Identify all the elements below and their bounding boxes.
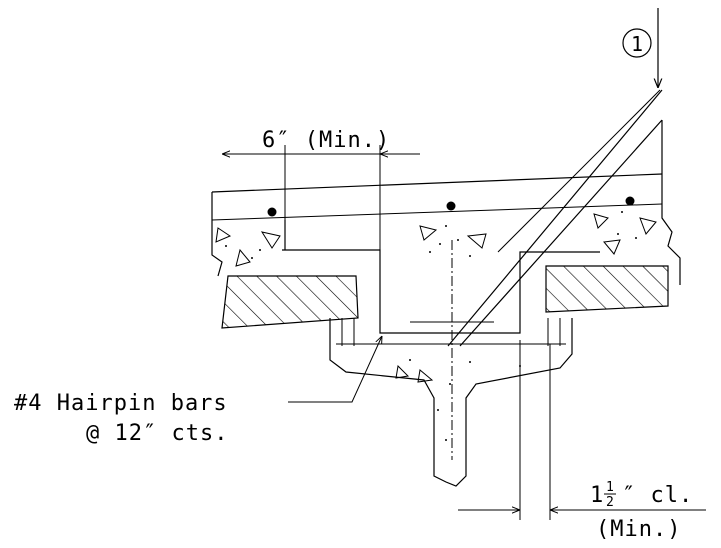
pocket-outline — [282, 249, 600, 334]
bearing-blocks — [221, 265, 669, 329]
hairpin-callout: #4 Hairpin bars @ 12″ cts. — [14, 336, 382, 446]
clearance-min-label: (Min.) — [596, 517, 681, 542]
callout-circle — [622, 28, 652, 58]
callout-number: 1 — [631, 32, 643, 56]
rebar-dot-left — [267, 207, 277, 217]
diagonal-bar-outer — [447, 89, 663, 347]
slab-top-line — [211, 173, 663, 193]
rebar-dot-right — [625, 196, 635, 206]
dimension-min-width: 6″ (Min.) — [222, 128, 420, 250]
diagonal-bars — [447, 89, 663, 347]
hairpin-leader — [288, 336, 382, 403]
bearing-block-right — [545, 265, 669, 313]
diagonal-bar-inner — [459, 119, 663, 347]
centerline — [410, 240, 494, 460]
clearance-frac-den: 2 — [606, 495, 614, 510]
concrete-stipple-dots — [225, 211, 637, 441]
girder-outline — [329, 318, 573, 487]
hairpin-label-line2: @ 12″ cts. — [86, 421, 228, 446]
clearance-suffix: ″ cl. — [622, 483, 693, 508]
slab-left-edge — [211, 192, 223, 277]
dimension-min-width-label: 6″ (Min.) — [262, 128, 390, 153]
slab-reinforcement-line — [211, 203, 663, 221]
diagonal-bar-upper — [497, 89, 661, 253]
hairpin-label-line1: #4 Hairpin bars — [14, 391, 228, 416]
clearance-whole: 1 — [590, 483, 604, 508]
concrete-aggregate-marks — [215, 213, 657, 383]
rebar-dot-center — [446, 201, 456, 211]
bearing-block-left — [221, 275, 359, 329]
slab-right-edge — [661, 174, 681, 285]
callout-bubble: 1 — [622, 8, 658, 88]
girder-stem — [329, 318, 573, 487]
deck-slab — [211, 173, 681, 441]
clearance-frac-num: 1 — [606, 480, 614, 495]
dimension-clearance: 1 1 2 ″ cl. (Min.) — [458, 340, 706, 542]
